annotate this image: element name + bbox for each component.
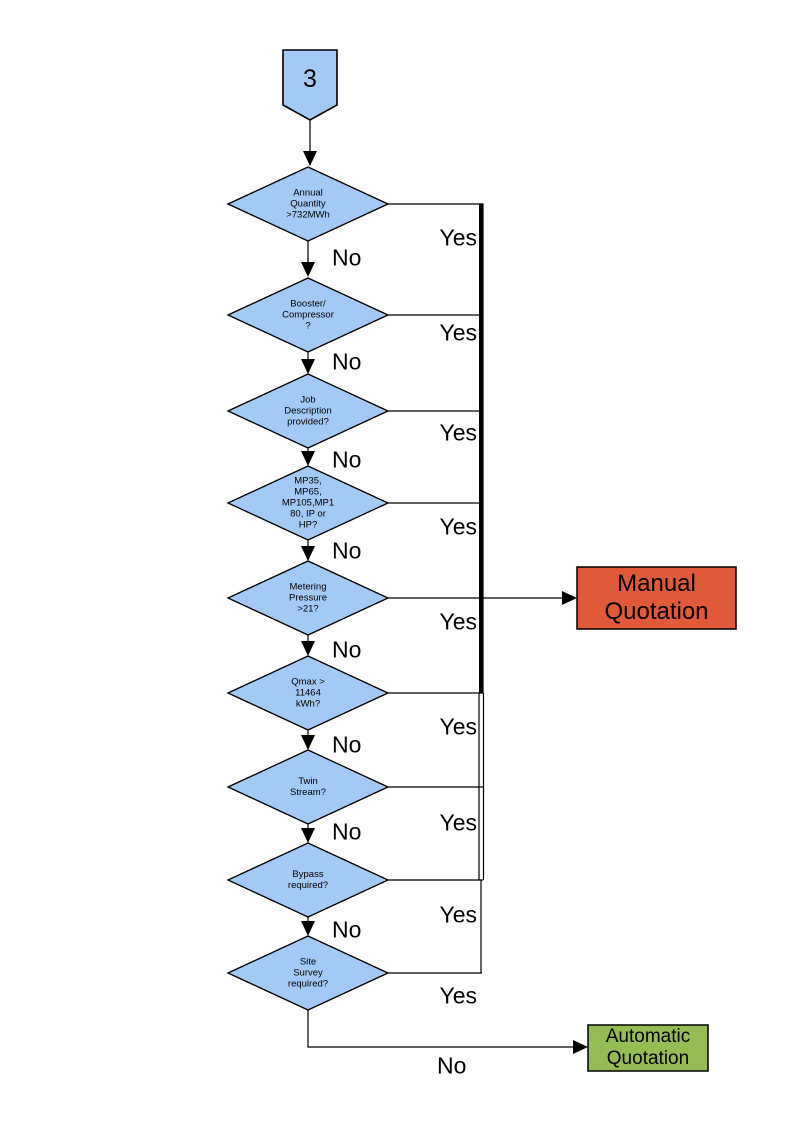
page-connector-shape (282, 49, 338, 121)
manual-quotation-arrow (388, 591, 577, 605)
decision-label-booster-compressor: Booster/ Compressor ? (282, 298, 334, 332)
decision-label-metering-pressure: Metering Pressure >21? (288, 581, 327, 615)
decision-label-qmax: Qmax > 11464 kWh? (291, 676, 325, 710)
decision-label-bypass: Bypass required? (287, 869, 329, 891)
automatic-quotation-arrow (307, 1010, 588, 1054)
decision-diamond-pressure-tier (226, 465, 390, 541)
decision-diamond-metering-pressure (226, 560, 390, 636)
page-connector-label: 3 (303, 64, 317, 93)
decision-label-pressure-tier: MP35, MP65, MP105,MP1 80, IP or HP? (281, 475, 335, 531)
decision-diamond-job-description (226, 373, 390, 449)
no-label-1: No (332, 244, 362, 271)
yes-label-6: Yes (439, 713, 477, 740)
manual-quotation-box (576, 566, 737, 630)
no-label-final: No (437, 1052, 467, 1079)
decision-diamond-annual-quantity (226, 166, 390, 242)
no-label-7: No (332, 818, 362, 845)
decision-label-site-survey: Site Survey required? (287, 956, 329, 990)
no-label-3: No (332, 446, 362, 473)
no-label-2: No (332, 348, 362, 375)
decision-label-twin-stream: Twin Stream? (290, 776, 326, 798)
yes-collector-line (478, 203, 485, 974)
yes-branch-lines (388, 203, 483, 974)
decision-label-annual-quantity: Annual Quantity >732MWh (286, 187, 330, 221)
no-label-6: No (332, 731, 362, 758)
no-label-8: No (332, 916, 362, 943)
manual-quotation-label: Manual Quotation (604, 570, 709, 625)
no-label-4: No (332, 537, 362, 564)
decision-diamond-bypass (226, 842, 390, 918)
no-flow-arrows (301, 120, 317, 936)
decision-diamond-twin-stream (226, 749, 390, 825)
yes-label-2: Yes (439, 319, 477, 346)
yes-label-3: Yes (439, 419, 477, 446)
yes-label-5: Yes (439, 608, 477, 635)
yes-label-4: Yes (439, 513, 477, 540)
decision-diamond-qmax (226, 655, 390, 731)
yes-label-8: Yes (439, 901, 477, 928)
automatic-quotation-box (587, 1024, 709, 1072)
yes-label-9: Yes (439, 982, 477, 1009)
no-label-5: No (332, 636, 362, 663)
automatic-quotation-label: Automatic Quotation (605, 1026, 691, 1069)
yes-label-1: Yes (439, 224, 477, 251)
decision-diamond-site-survey (226, 935, 390, 1011)
decision-label-job-description: Job Description provided? (284, 394, 332, 428)
yes-label-7: Yes (439, 809, 477, 836)
decision-diamond-booster-compressor (226, 277, 390, 353)
